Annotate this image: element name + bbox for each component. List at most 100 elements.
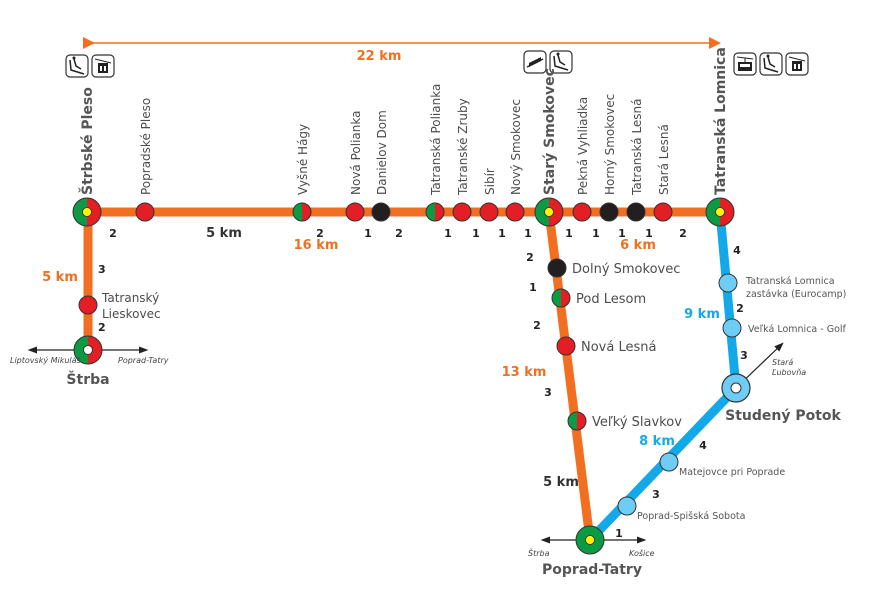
station-label: Tatranská Lomnica — [745, 276, 835, 287]
station-label: Veľký Slavkov — [592, 415, 682, 430]
station-label: Veľká Lomnica - Golf — [748, 324, 847, 335]
station-label: Vyšné Hágy — [296, 124, 310, 195]
travel-minutes: 2 — [679, 227, 687, 240]
chairlift-icon — [785, 52, 809, 76]
station-matejovce-pri-poprade — [659, 452, 679, 472]
ski-jump-icon — [549, 50, 573, 74]
funicular-icon — [523, 50, 547, 74]
station-stary-smokovec — [534, 197, 564, 227]
station-label: Studený Potok — [725, 408, 841, 424]
station-label: Horný Smokovec — [603, 94, 617, 195]
direction-label: Košice — [629, 548, 655, 558]
ski-jump-icon — [759, 52, 783, 76]
station-tatranska-lomnica-zastavka-eurocamp — [718, 273, 738, 293]
travel-minutes: 2 — [526, 251, 534, 264]
station-label: Stará Lesná — [657, 124, 671, 195]
station-label: Dolný Smokovec — [572, 262, 680, 277]
travel-minutes: 1 — [645, 227, 653, 240]
travel-minutes: 1 — [529, 281, 537, 294]
station-label: Štrba — [66, 370, 109, 388]
distance-label: 9 km — [684, 307, 720, 322]
travel-minutes: 2 — [109, 227, 117, 240]
station-label: Nová Polianka — [349, 111, 363, 195]
station-tatranska-lomnica — [705, 197, 735, 227]
station-label: zastávka (Eurocamp) — [746, 289, 846, 300]
station-label: Poprad-Tatry — [542, 562, 642, 578]
distance-label: 13 km — [502, 365, 547, 380]
station-label: Tatranský — [101, 291, 159, 305]
station-sibir — [479, 202, 499, 222]
travel-minutes: 1 — [472, 227, 480, 240]
station-novy-smokovec — [505, 202, 525, 222]
station-label: Nový Smokovec — [509, 99, 523, 195]
station-label: Tatranská Lomnica — [713, 47, 729, 195]
distance-label: 5 km — [206, 226, 242, 241]
station-label: Sibír — [483, 168, 497, 195]
station-danielov-dom — [371, 202, 391, 222]
travel-minutes: 1 — [615, 527, 623, 540]
station-strba — [73, 335, 103, 365]
station-label: Starý Smokovec — [542, 68, 558, 195]
station-pod-lesom — [551, 288, 571, 308]
station-poprad-spisska-sobota — [617, 496, 637, 516]
station-tatransky-lieskovec — [78, 295, 98, 315]
cable-car-icon — [733, 52, 757, 76]
station-popradske-pleso — [135, 202, 155, 222]
station-label: Lieskovec — [102, 307, 161, 321]
distance-label: 5 km — [42, 270, 78, 285]
travel-minutes: 1 — [524, 227, 532, 240]
station-poprad-tatry — [575, 525, 605, 555]
station-label: Tatranské Zruby — [456, 98, 470, 196]
station-nova-lesna — [556, 336, 576, 356]
travel-minutes: 1 — [364, 227, 372, 240]
station-label: Tatranská Lesná — [630, 98, 644, 196]
station-label: Matejovce pri Poprade — [679, 467, 785, 478]
station-label: Tatranská Polianka — [429, 84, 443, 196]
travel-minutes: 3 — [98, 263, 106, 276]
chairlift-icon — [91, 54, 115, 78]
direction-label: Štrba — [528, 547, 550, 558]
station-horny-smokovec — [599, 202, 619, 222]
station-label: Pekná Vyhliadka — [576, 97, 590, 195]
station-label: Pod Lesom — [576, 292, 646, 307]
distance-label: 6 km — [620, 238, 656, 253]
travel-minutes: 1 — [498, 227, 506, 240]
travel-minutes: 2 — [395, 227, 403, 240]
distance-label: 8 km — [639, 434, 675, 449]
station-vysne-hagy — [292, 202, 312, 222]
station-pekna-vyhliadka — [572, 202, 592, 222]
direction-label: Ľubovňa — [772, 368, 806, 377]
station-label: Poprad-Spišská Sobota — [637, 511, 745, 522]
station-label: Štrbské Pleso — [78, 87, 96, 195]
travel-minutes: 4 — [699, 439, 707, 452]
travel-minutes: 2 — [533, 319, 541, 332]
station-stara-lesna — [653, 202, 673, 222]
travel-minutes: 3 — [544, 386, 552, 399]
station-tatranske-zruby — [452, 202, 472, 222]
travel-minutes: 1 — [565, 227, 573, 240]
ski-jump-icon — [65, 54, 89, 78]
station-tatranska-lesna — [626, 202, 646, 222]
station-velka-lomnica-golf — [722, 318, 742, 338]
distance-label: 5 km — [543, 475, 579, 490]
distance-label: 16 km — [294, 238, 339, 253]
station-label: Danielov Dom — [375, 110, 389, 195]
direction-label: Liptovský Mikuláš — [10, 355, 82, 365]
station-tatranska-polianka — [425, 202, 445, 222]
travel-minutes: 1 — [592, 227, 600, 240]
station-dolny-smokovec — [547, 258, 567, 278]
direction-label: Stará — [772, 358, 793, 367]
station-nova-polianka — [345, 202, 365, 222]
travel-minutes: 2 — [98, 321, 106, 334]
travel-minutes: 1 — [618, 227, 626, 240]
travel-minutes: 3 — [652, 488, 660, 501]
travel-minutes: 2 — [316, 227, 324, 240]
travel-minutes: 3 — [740, 349, 748, 362]
station-velky-slavkov — [567, 411, 587, 431]
travel-minutes: 2 — [736, 302, 744, 315]
station-studeny-potok — [721, 373, 751, 403]
total-distance: 22 km — [357, 49, 402, 64]
station-strbske-pleso — [72, 197, 102, 227]
travel-minutes: 4 — [733, 244, 741, 257]
